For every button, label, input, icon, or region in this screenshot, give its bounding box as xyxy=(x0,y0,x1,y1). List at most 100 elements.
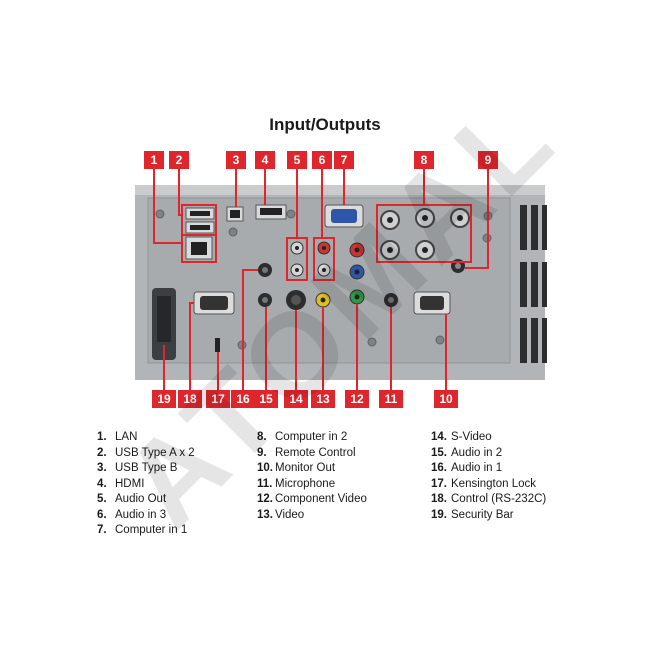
legend-item: 16.Audio in 1 xyxy=(431,461,546,477)
legend-item: 13.Video xyxy=(257,508,367,524)
legend-item: 12.Component Video xyxy=(257,492,367,508)
legend-column-2: 8. Computer in 2 9.Remote Control 10.Moni… xyxy=(257,430,367,523)
legend-number: 12. xyxy=(257,493,273,505)
marker-11: 11 xyxy=(379,390,403,408)
marker-label: 10 xyxy=(439,392,453,406)
legend-number: 8. xyxy=(257,431,267,443)
legend-item: 6.Audio in 3 xyxy=(97,508,195,524)
marker-label: 11 xyxy=(385,392,398,406)
legend-column-1: 1.LAN 2. USB Type A x 2 3. USB Type B 4. HD… xyxy=(97,430,195,539)
legend-number: 13. xyxy=(257,508,273,521)
legend-label: Computer in 1 xyxy=(115,524,188,536)
marker-label: 19 xyxy=(157,392,171,406)
legend-number: 6. xyxy=(97,508,107,521)
legend-item: 7. Computer in 1 xyxy=(97,523,195,539)
legend-label: Audio Out xyxy=(115,493,167,505)
usb-a-ports xyxy=(185,207,215,234)
marker-8: 8 xyxy=(414,151,434,169)
vga-port-monitor-out xyxy=(413,291,451,315)
diagram-title: Input/Outputs xyxy=(269,115,381,134)
hdmi-port xyxy=(255,204,287,220)
marker-label: 12 xyxy=(350,392,364,406)
legend-label: Computer in 2 xyxy=(275,431,348,443)
security-bar-port xyxy=(152,288,176,360)
microphone-port xyxy=(384,293,398,307)
legend-item: 8. Computer in 2 xyxy=(257,430,367,446)
legend-item: 9.Remote Control xyxy=(257,446,367,462)
video-port xyxy=(315,292,331,308)
legend-number: 3. xyxy=(97,462,107,474)
legend-item: 1.LAN xyxy=(97,430,195,446)
legend-label: Remote Control xyxy=(275,446,356,459)
legend-item: 17.Kensington Lock xyxy=(431,477,546,493)
legend-number: 15. xyxy=(431,446,447,459)
marker-6: 6 xyxy=(312,151,332,169)
marker-label: 8 xyxy=(421,153,428,167)
rca-audio-ports xyxy=(290,241,331,277)
marker-14: 14 xyxy=(284,390,308,408)
marker-label: 17 xyxy=(211,392,225,406)
marker-label: 4 xyxy=(262,153,269,167)
legend-item: 4. HDMI xyxy=(97,477,195,493)
legend-item: 11.Microphone xyxy=(257,477,367,493)
legend-item: 5. Audio Out xyxy=(97,492,195,508)
marker-13: 13 xyxy=(311,390,335,408)
marker-4: 4 xyxy=(255,151,275,169)
marker-2: 2 xyxy=(169,151,189,169)
legend-number: 4. xyxy=(97,477,107,490)
marker-12: 12 xyxy=(345,390,369,408)
marker-19: 19 xyxy=(152,390,176,408)
marker-7: 7 xyxy=(334,151,354,169)
legend-number: 18. xyxy=(431,493,447,505)
legend-label: USB Type A x 2 xyxy=(115,446,195,459)
legend-number: 17. xyxy=(431,477,447,490)
marker-18: 18 xyxy=(178,390,202,408)
marker-label: 1 xyxy=(151,153,158,167)
vga-port-computer-in-1 xyxy=(324,204,364,228)
marker-15: 15 xyxy=(254,390,278,408)
legend-item: 15. Audio in 2 xyxy=(431,446,546,462)
legend-number: 11. xyxy=(257,477,273,490)
component-video-ports xyxy=(349,242,365,305)
legend-item: 10.Monitor Out xyxy=(257,461,367,477)
legend-number: 7. xyxy=(97,524,107,536)
bnc-ports xyxy=(380,208,470,260)
marker-label: 15 xyxy=(259,392,273,406)
legend-column-3: 14.S-Video 15. Audio in 2 16.Audio in 1 1… xyxy=(431,430,546,523)
marker-label: 9 xyxy=(485,153,492,167)
legend-number: 16. xyxy=(431,462,447,474)
bottom-markers: 19 18 17 16 15 14 13 12 11 10 xyxy=(152,390,458,408)
legend-label: Component Video xyxy=(275,493,367,505)
legend-number: 2. xyxy=(97,446,107,459)
marker-3: 3 xyxy=(226,151,246,169)
rs232-port xyxy=(193,291,235,315)
legend-label: Security Bar xyxy=(451,508,514,521)
kensington-lock-slot xyxy=(215,338,220,352)
marker-label: 7 xyxy=(341,153,348,167)
legend-label: USB Type B xyxy=(115,462,178,474)
legend-label: Audio in 2 xyxy=(451,446,503,459)
marker-5: 5 xyxy=(287,151,307,169)
marker-9: 9 xyxy=(478,151,498,169)
legend-number: 10. xyxy=(257,462,273,474)
legend-number: 5. xyxy=(97,493,107,505)
legend-label: HDMI xyxy=(115,477,145,490)
legend-item: 19.Security Bar xyxy=(431,508,546,524)
mini-jack-ports xyxy=(258,263,272,307)
marker-16: 16 xyxy=(231,390,255,408)
legend-item: 14.S-Video xyxy=(431,430,546,446)
marker-17: 17 xyxy=(206,390,230,408)
marker-label: 18 xyxy=(183,392,197,406)
marker-1: 1 xyxy=(144,151,164,169)
marker-label: 16 xyxy=(236,392,250,406)
legend-label: Video xyxy=(275,508,305,521)
legend-number: 14. xyxy=(431,431,447,443)
marker-label: 2 xyxy=(176,153,183,167)
lan-port xyxy=(185,236,213,260)
marker-label: 5 xyxy=(294,153,301,167)
legend-number: 1. xyxy=(97,431,107,443)
marker-label: 6 xyxy=(319,153,326,167)
legend-item: 2. USB Type A x 2 xyxy=(97,446,195,462)
vent-slots xyxy=(520,205,547,363)
